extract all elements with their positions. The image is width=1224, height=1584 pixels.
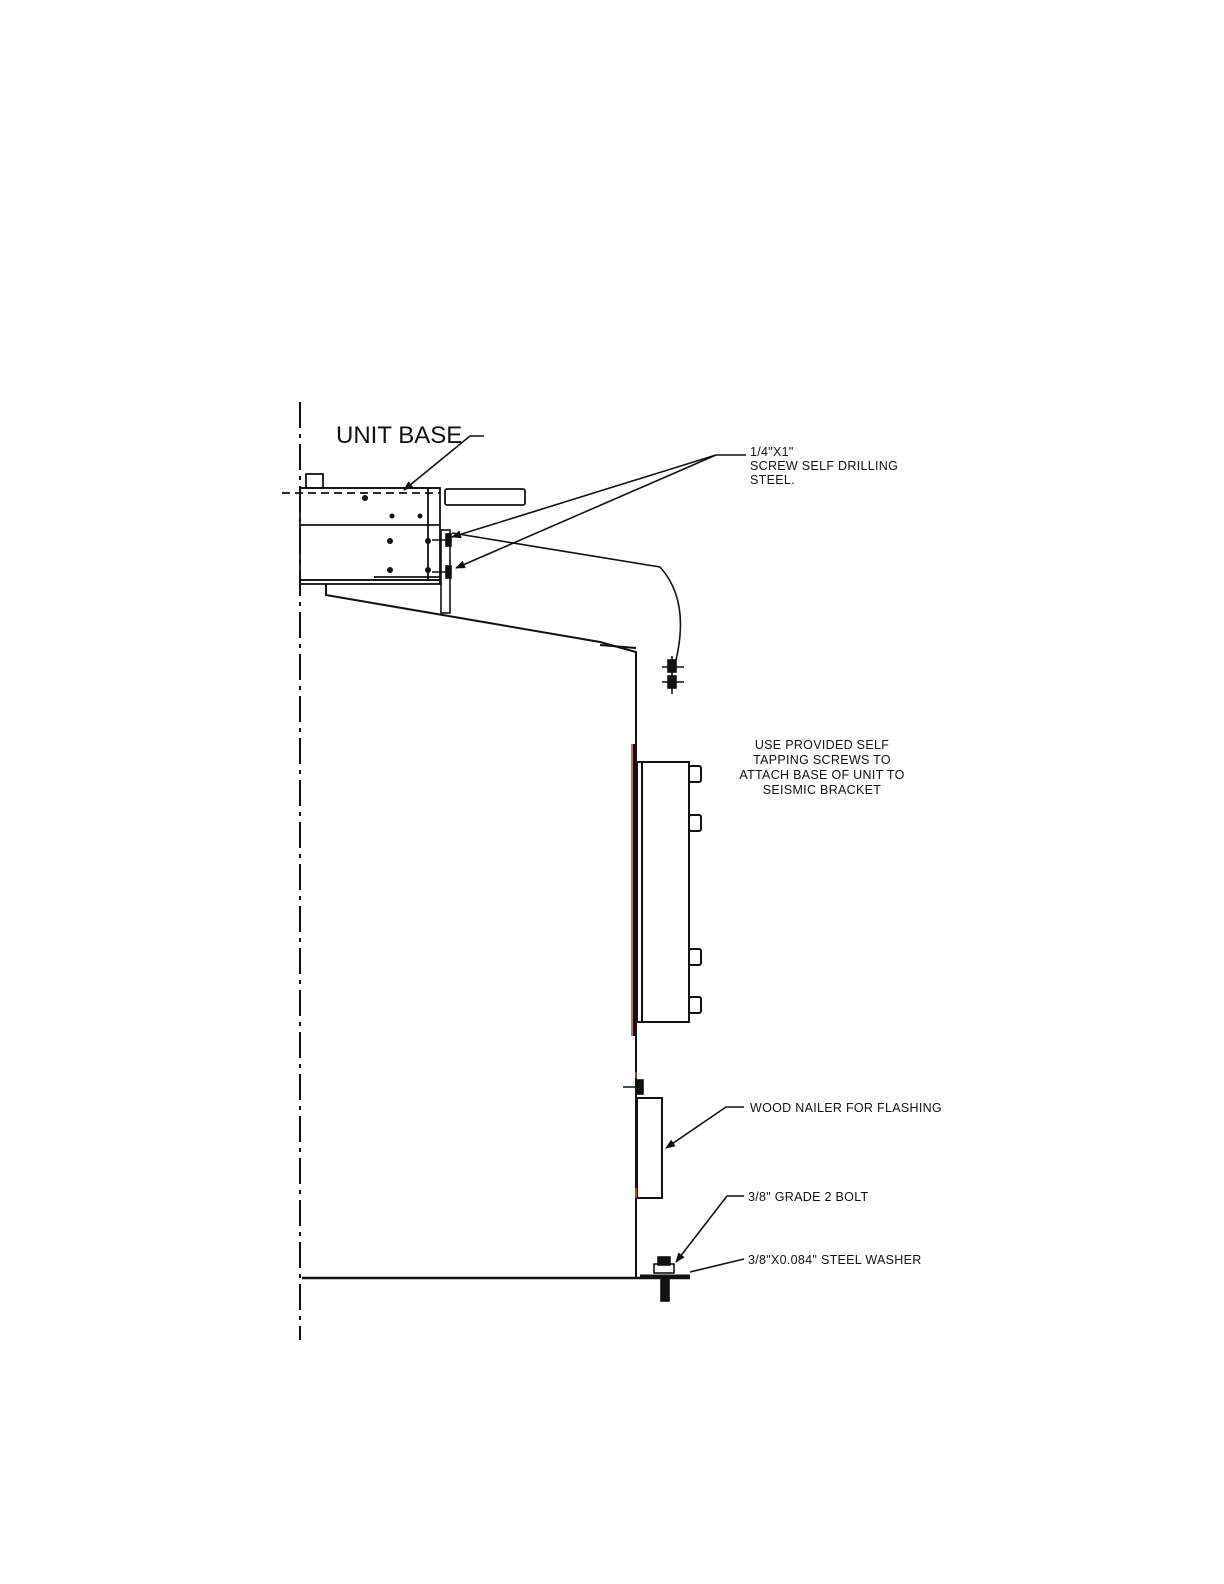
top-screw-bracket <box>432 530 451 613</box>
unit-base-fastener-dots <box>362 495 431 573</box>
bolt-label: 3/8" GRADE 2 BOLT <box>748 1190 869 1204</box>
wood-nailer <box>636 1098 662 1198</box>
screw-label-line-2: SCREW SELF DRILLING <box>750 459 898 473</box>
tapping-note-line-4: SEISMIC BRACKET <box>763 783 881 797</box>
lip-screws <box>662 656 684 694</box>
screw-label-line-3: STEEL. <box>750 473 795 487</box>
screw-label-line-1: 1/4"X1" <box>750 445 794 459</box>
tapping-note-line-2: TAPPING SCREWS TO <box>753 753 891 767</box>
restraint-line <box>452 533 680 660</box>
unit-base-assembly <box>282 474 525 584</box>
leader-lines <box>404 436 746 1272</box>
nailer-clip <box>623 1072 643 1094</box>
seismic-bracket <box>632 744 689 1036</box>
unit-base-label: UNIT BASE <box>336 422 462 449</box>
wood-nailer-label: WOOD NAILER FOR FLASHING <box>750 1101 942 1115</box>
tapping-note-line-3: ATTACH BASE OF UNIT TO <box>739 768 904 782</box>
bracket-bolt-heads <box>689 766 701 1013</box>
washer-label: 3/8"X0.084" STEEL WASHER <box>748 1253 922 1267</box>
tapping-note-line-1: USE PROVIDED SELF <box>755 738 889 752</box>
